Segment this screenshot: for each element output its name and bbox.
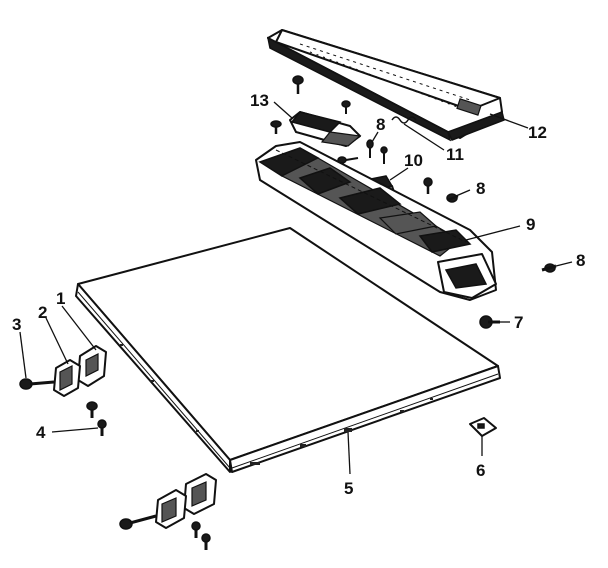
callout-8-mid: 8 — [476, 179, 485, 198]
callout-4: 4 — [36, 423, 46, 442]
callout-6: 6 — [476, 461, 485, 480]
callout-11: 11 — [446, 145, 464, 164]
clip-part — [469, 417, 497, 437]
callout-13: 13 — [250, 91, 269, 110]
callout-8-center: 8 — [376, 115, 385, 134]
callout-5: 5 — [344, 479, 353, 498]
lid-panel — [75, 227, 501, 473]
callout-2: 2 — [38, 303, 47, 322]
callout-1: 1 — [56, 289, 65, 308]
hinge-upper — [53, 345, 107, 397]
callout-12: 12 — [528, 123, 547, 142]
top-console-panel — [266, 29, 505, 142]
control-frame — [255, 141, 497, 301]
control-bracket — [289, 111, 362, 147]
callout-3: 3 — [12, 315, 21, 334]
hinge-lower — [155, 473, 217, 529]
screws — [19, 75, 557, 550]
callout-10: 10 — [404, 151, 423, 170]
leader-lines — [19, 101, 573, 475]
callout-8-right: 8 — [576, 251, 585, 270]
callout-9: 9 — [526, 215, 535, 234]
callout-7: 7 — [514, 313, 523, 332]
